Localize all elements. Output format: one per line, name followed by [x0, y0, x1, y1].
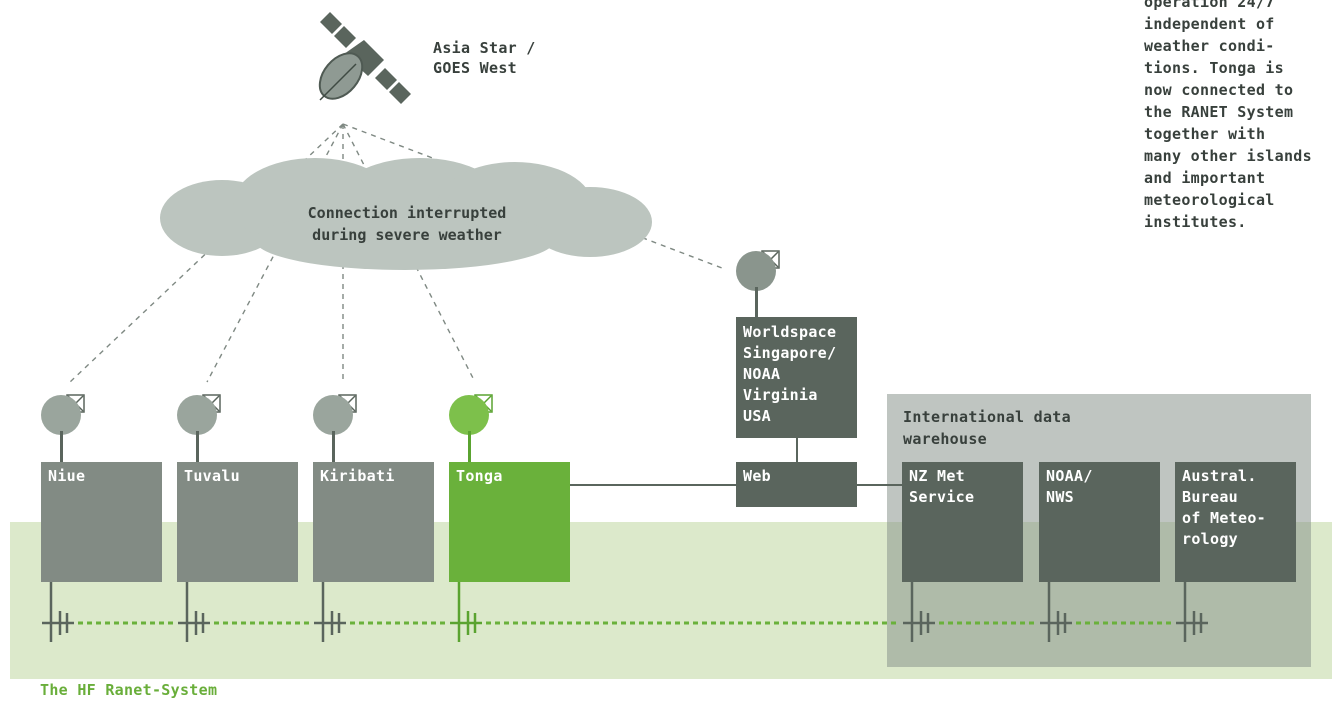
island-label-niue: Niue: [48, 467, 86, 485]
institute-label-nz-met: NZ Met Service: [909, 467, 975, 506]
island-label-kiribati: Kiribati: [320, 467, 395, 485]
warehouse-title: International data warehouse: [903, 408, 1071, 448]
web-box: [736, 462, 857, 507]
web-label: Web: [743, 467, 771, 485]
institute-box: [902, 462, 1023, 582]
dish-icon: [736, 250, 780, 317]
institute-label-noaa: NOAA/ NWS: [1046, 467, 1093, 506]
island-box: [41, 462, 162, 582]
cloud-label: Connection interrupted during severe wea…: [307, 204, 507, 244]
satellite-label: Asia Star / GOES West: [433, 39, 536, 77]
island-label-tonga: Tonga: [456, 467, 503, 485]
island-box-highlighted: [449, 462, 570, 582]
dish-icon-highlighted: [449, 394, 493, 462]
institute-box: [1039, 462, 1160, 582]
worldspace-box: [736, 317, 857, 438]
hf-antenna-icon: [42, 582, 1208, 642]
hf-system-label: The HF Ranet-System: [40, 681, 218, 699]
island-box: [313, 462, 434, 582]
island-box: [177, 462, 298, 582]
satellite-icon: [318, 12, 411, 104]
hf-antenna-icon-highlighted: [450, 582, 482, 642]
side-note: operation 24/7 independent of weather co…: [1144, 0, 1312, 231]
dish-icon: [177, 394, 221, 462]
wired-links: [570, 438, 902, 486]
dish-icon: [313, 394, 357, 462]
dish-icon: [41, 394, 85, 462]
institute-label-bom: Austral. Bureau of Meteo- rology: [1182, 467, 1266, 548]
worldspace-label: Worldspace Singapore/ NOAA Virginia USA: [743, 323, 837, 425]
island-label-tuvalu: Tuvalu: [184, 467, 240, 485]
institute-box: [1175, 462, 1296, 582]
cloud-shape: [160, 158, 652, 270]
